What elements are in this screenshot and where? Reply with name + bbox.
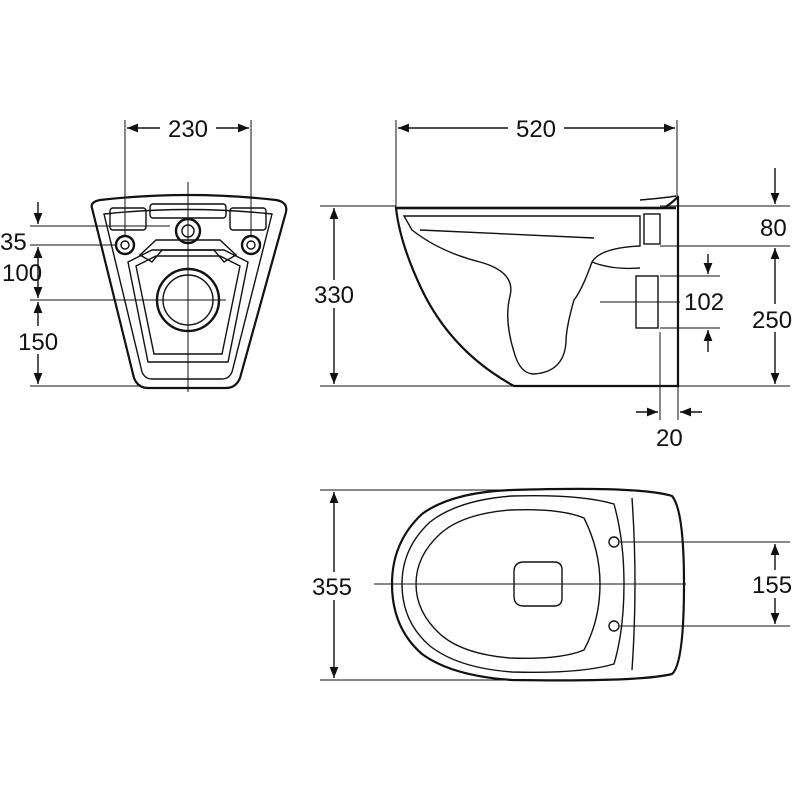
front-view-trapezoid — [127, 249, 249, 363]
top-view-bolt-bottom — [608, 620, 620, 632]
front-view-trapezoid-inner — [135, 255, 241, 355]
front-view-inner-outline — [103, 208, 273, 380]
side-view: 520 330 80 250 102 20 — [306, 113, 800, 452]
top-view-bolt-top — [608, 536, 620, 548]
front-view-bolt-left-inner — [120, 240, 130, 250]
top-view-seat — [401, 494, 625, 674]
side-height-label: 330 — [314, 282, 354, 309]
side-top-offset-label: 80 — [760, 215, 787, 242]
top-view-outline — [390, 487, 686, 682]
front-offset-bottom-label: 150 — [18, 329, 58, 356]
front-view: 230 35 100 150 — [0, 113, 288, 392]
top-view-bowl-opening — [415, 509, 601, 659]
front-view-pocket-right — [229, 207, 267, 231]
top-view-drain — [513, 561, 563, 607]
side-view-bowl-inner — [402, 215, 641, 375]
side-outlet-height-label: 250 — [752, 307, 792, 334]
front-offset-mid-label: 100 — [2, 260, 42, 287]
front-offset-top-label: 35 — [0, 229, 27, 256]
front-view-pocket-left — [109, 207, 147, 231]
side-view-outline — [394, 195, 680, 388]
side-length-label: 520 — [516, 116, 556, 143]
side-outlet-diameter-label: 102 — [684, 289, 724, 316]
top-bolt-spacing-label: 155 — [752, 572, 792, 599]
top-width-label: 355 — [312, 574, 352, 601]
front-view-bracket — [138, 239, 238, 263]
front-view-outline — [90, 193, 288, 390]
front-width-label: 230 — [168, 116, 208, 143]
top-view: 355 155 — [304, 487, 800, 682]
side-view-inlet — [643, 213, 661, 245]
side-wall-gap-label: 20 — [656, 425, 683, 452]
front-view-bolt-right-inner — [246, 240, 256, 250]
